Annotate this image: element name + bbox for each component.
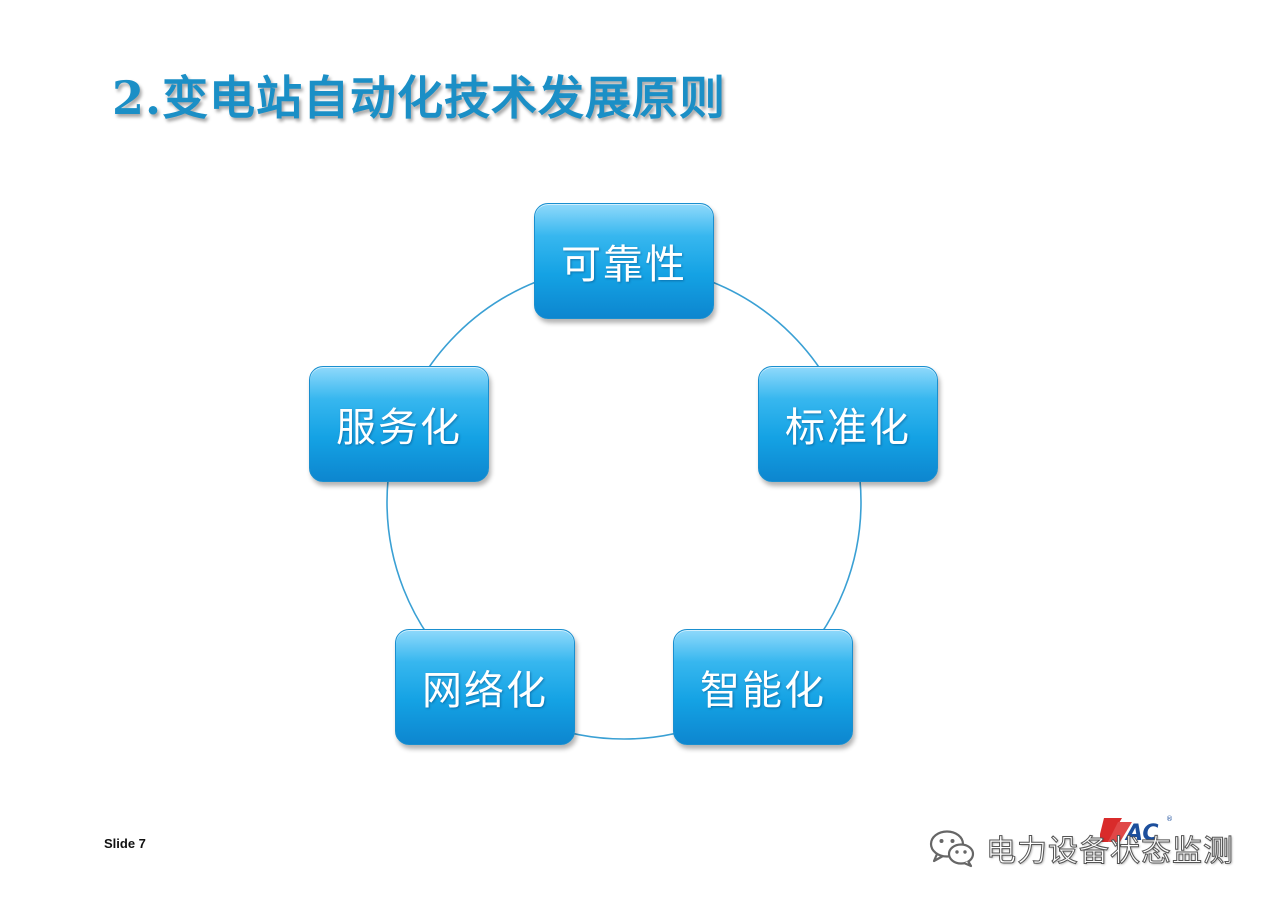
node-label-intelligence: 智能化 <box>700 668 826 714</box>
node-networking: 网络化 <box>395 629 575 745</box>
node-reliability: 可靠性 <box>534 203 714 319</box>
node-intelligence: 智能化 <box>673 629 853 745</box>
svg-text:®: ® <box>1166 815 1173 823</box>
wechat-icon <box>929 830 975 868</box>
node-label-servitization: 服务化 <box>336 405 462 451</box>
watermark-text: 电力设备状态监测 <box>986 834 1234 870</box>
svg-text:AC: AC <box>1124 821 1159 846</box>
node-label-standardization: 标准化 <box>785 405 911 451</box>
watermark: 电力设备状态监测 <box>928 826 1234 870</box>
node-standardization: 标准化 <box>758 366 938 482</box>
slide-number: Slide 7 <box>104 836 146 851</box>
sac-logo-mark: AC ® <box>1100 815 1173 846</box>
node-label-networking: 网络化 <box>422 668 548 714</box>
node-label-reliability: 可靠性 <box>561 242 687 288</box>
slide-title: 2.变电站自动化技术发展原则 <box>112 71 727 125</box>
node-servitization: 服务化 <box>309 366 489 482</box>
